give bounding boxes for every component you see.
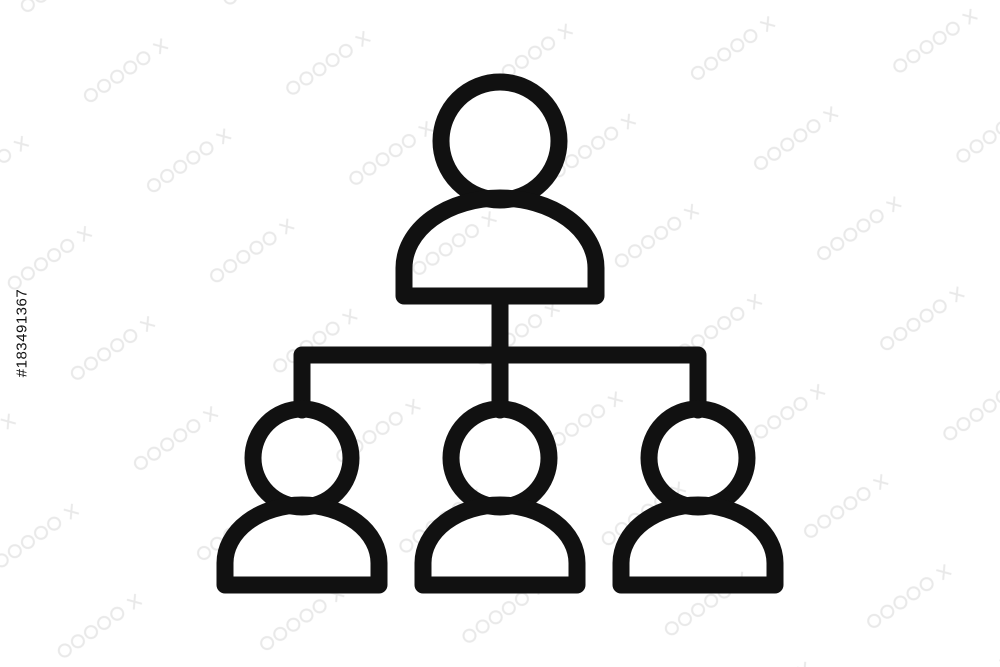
person-icon-top [395,73,605,305]
person-icon-bottom-center [414,400,586,594]
stock-id-text: #183491367 [13,288,31,378]
person-icon-bottom-left [216,400,388,594]
connector-lines [293,291,707,419]
person-icon-bottom-right [612,400,784,594]
